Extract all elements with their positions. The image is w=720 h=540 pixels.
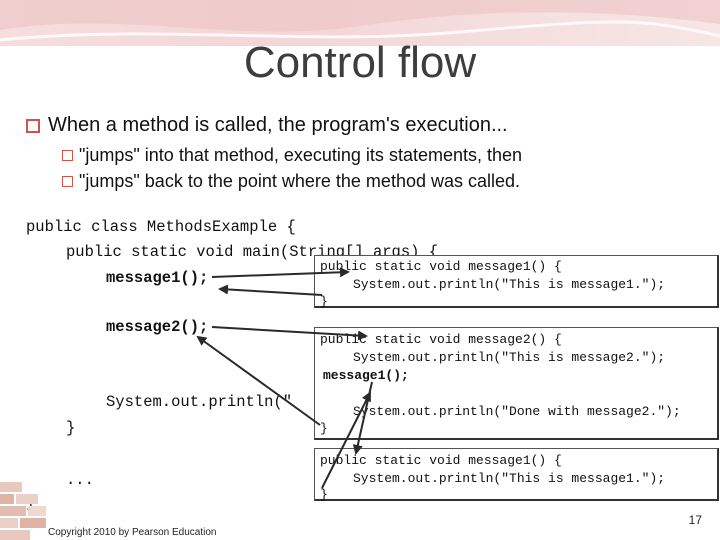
popup-message1-first: public static void message1() { System.o…: [314, 255, 719, 308]
sub-bullet-1: "jumps" into that method, executing its …: [62, 145, 522, 166]
popup-message1-second: public static void message1() { System.o…: [314, 448, 719, 501]
sub-bullet-text: "jumps" back to the point where the meth…: [79, 171, 521, 191]
popup-header: public static void message1() {: [320, 259, 562, 274]
popup-close: }: [320, 487, 328, 502]
code-line-call-message2: message2();: [106, 318, 209, 336]
sub-bullet-box-icon: [62, 176, 73, 187]
code-line-class: public class MethodsExample {: [26, 218, 296, 236]
popup-body: System.out.println("This is message1.");: [353, 277, 666, 292]
arrow-return-message1: [218, 284, 323, 296]
main-bullet: When a method is called, the program's e…: [26, 114, 508, 137]
popup-body: System.out.println("This is message1.");: [353, 471, 666, 486]
copyright-footer: Copyright 2010 by Pearson Education: [48, 527, 217, 538]
popup-close: }: [320, 421, 328, 436]
code-line-println: System.out.println(": [106, 393, 293, 411]
bullet-box-icon: [26, 118, 40, 133]
brick-decoration: [0, 482, 46, 540]
code-line-call-message1: message1();: [106, 269, 209, 287]
sub-bullet-box-icon: [62, 150, 73, 161]
popup-message2: public static void message2() { System.o…: [314, 327, 719, 440]
code-line-main-close: }: [66, 419, 76, 437]
popup-body: System.out.println("This is message2.");: [353, 350, 666, 365]
code-line-ellipsis: ...: [66, 471, 94, 489]
arrow-return-message2: [196, 335, 321, 426]
slide-title: Control flow: [243, 38, 477, 87]
main-bullet-text: When a method is called, the program's e…: [48, 114, 508, 136]
header-banner: [0, 0, 720, 46]
banner-wave-decoration: [0, 0, 720, 42]
popup-body-done: System.out.println("Done with message2."…: [353, 404, 681, 419]
page-number: 17: [688, 513, 702, 527]
popup-header: public static void message2() {: [320, 332, 562, 347]
popup-header: public static void message1() {: [320, 453, 562, 468]
popup-call-message1: message1();: [323, 368, 409, 383]
popup-close: }: [320, 294, 328, 309]
sub-bullet-2: "jumps" back to the point where the meth…: [62, 171, 520, 192]
sub-bullet-text: "jumps" into that method, executing its …: [79, 145, 523, 165]
